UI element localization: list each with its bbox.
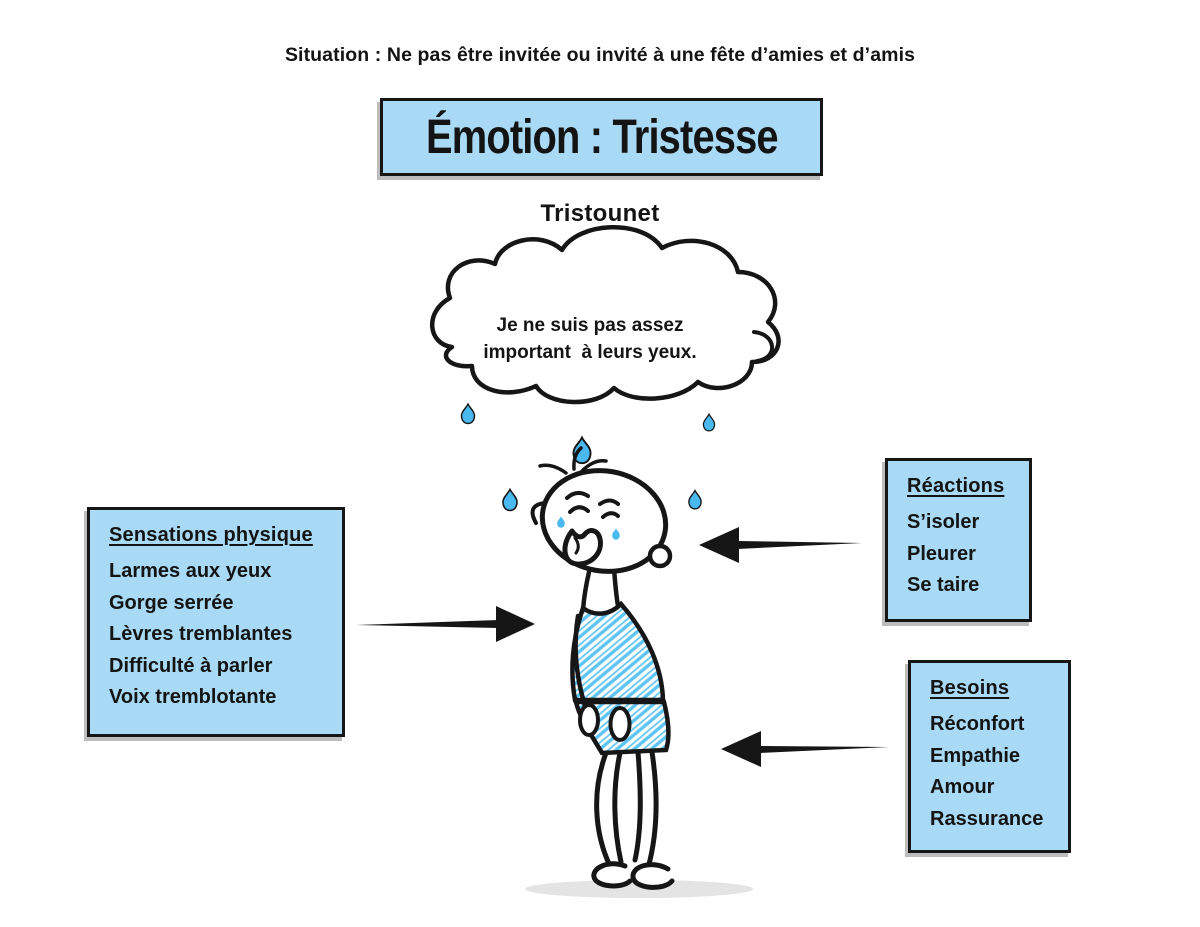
arrow-besoins-icon (721, 731, 889, 767)
list-item: Voix tremblotante (109, 686, 277, 708)
reactions-box: Réactions S’isoler Pleurer Se taire (885, 458, 1032, 622)
raindrop-icon (502, 487, 518, 512)
reactions-heading: Réactions (907, 475, 1005, 497)
tear-drop-icon (612, 528, 620, 540)
character-name: Tristounet (540, 200, 660, 227)
sensations-list: Larmes aux yeux Gorge serrée Lèvres trem… (109, 556, 332, 714)
list-item: Se taire (907, 574, 980, 596)
raindrop-icon (702, 412, 716, 432)
arrow-sensations-icon (356, 606, 535, 642)
list-item: S’isoler (907, 511, 980, 533)
sensations-box: Sensations physique Larmes aux yeux Gorg… (87, 507, 345, 737)
ground-shadow (525, 880, 753, 898)
emotion-title-label: Émotion : Tristesse (425, 110, 779, 164)
raindrop-icon (460, 402, 476, 425)
thought-bubble-text: Je ne suis pas assez important à leurs y… (430, 312, 750, 366)
list-item: Difficulté à parler (109, 654, 273, 677)
raindrop-icon (688, 489, 702, 510)
list-item: Larmes aux yeux (109, 560, 272, 582)
sensations-heading: Sensations physique (109, 524, 313, 546)
raindrop-icons (460, 402, 716, 512)
thought-line-2: important à leurs yeux. (483, 342, 697, 363)
arrow-reactions-icon (699, 527, 862, 563)
thought-line-1: Je ne suis pas assez (496, 315, 684, 336)
list-item: Pleurer (907, 542, 976, 565)
besoins-box: Besoins Réconfort Empathie Amour Rassura… (908, 660, 1071, 853)
list-item: Gorge serrée (109, 591, 234, 614)
sad-character-illustration (530, 446, 675, 890)
list-item: Lèvres tremblantes (109, 623, 293, 645)
tear-drop-icon (557, 516, 565, 528)
thought-cloud-icon (430, 225, 781, 405)
list-item: Empathie (930, 744, 1021, 767)
besoins-list: Réconfort Empathie Amour Rassurance (930, 709, 1058, 835)
list-item: Réconfort (930, 713, 1025, 735)
situation-title: Situation : Ne pas être invitée ou invit… (284, 44, 916, 66)
emotion-title-box: Émotion : Tristesse (380, 98, 823, 176)
raindrop-icon (572, 435, 592, 465)
reactions-list: S’isoler Pleurer Se taire (907, 507, 1019, 602)
list-item: Amour (930, 776, 995, 798)
list-item: Rassurance (930, 807, 1044, 830)
besoins-heading: Besoins (930, 677, 1010, 699)
